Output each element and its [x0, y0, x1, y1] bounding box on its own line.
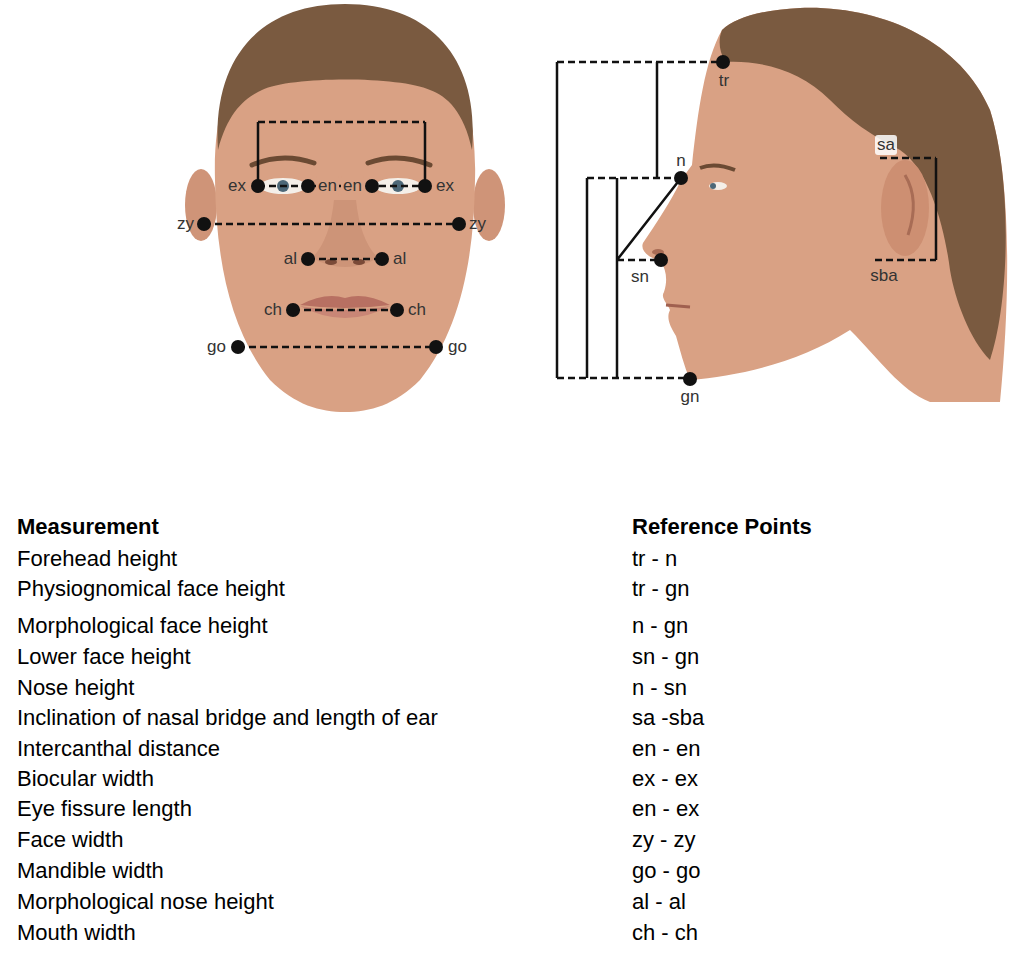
landmark-label: sba — [868, 266, 899, 286]
measurement-name: Physiognomical face height — [17, 576, 285, 601]
eye — [709, 182, 727, 190]
landmark-label: ex — [434, 176, 456, 196]
landmark-label: al — [391, 249, 408, 269]
ear — [881, 160, 929, 256]
landmark-label: go — [205, 337, 228, 357]
ear-fold — [905, 175, 913, 235]
landmark-label: en — [341, 176, 364, 196]
nose — [312, 200, 378, 267]
landmark-label: gn — [679, 387, 702, 407]
reference-points: ch - ch — [632, 920, 698, 945]
measurement-name: Biocular width — [17, 766, 154, 791]
lower-lip — [300, 306, 390, 318]
landmark-label: go — [446, 337, 469, 357]
measurement-name: Mandible width — [17, 858, 164, 883]
landmark-label: ch — [406, 300, 428, 320]
landmark-label: n — [674, 151, 687, 171]
reference-points: n - sn — [632, 675, 687, 700]
measurement-name: Inclination of nasal bridge and length o… — [17, 705, 438, 730]
bracket-line — [557, 62, 936, 378]
reference-points: tr - gn — [632, 576, 689, 601]
reference-points: n - gn — [632, 613, 688, 638]
reference-points: go - go — [632, 858, 701, 883]
landmark-dots — [654, 55, 730, 386]
dashed-lines — [557, 62, 936, 378]
measurement-name: Forehead height — [17, 546, 177, 571]
front-face — [185, 4, 505, 412]
landmark-label: en — [316, 176, 339, 196]
reference-points: sa -sba — [632, 705, 704, 730]
reference-points: en - en — [632, 736, 701, 761]
side-face — [557, 8, 1007, 402]
landmark-label: al — [282, 249, 299, 269]
eyebrow — [700, 165, 735, 170]
eyebrow — [368, 158, 430, 165]
hair — [720, 8, 1006, 360]
landmark-label: zy — [175, 214, 196, 234]
measurement-name: Morphological face height — [17, 613, 268, 638]
landmark-label: ex — [226, 176, 248, 196]
eyebrow — [252, 158, 314, 165]
dashed-lines — [204, 122, 459, 347]
table-header: Reference Points — [632, 514, 812, 539]
hair — [217, 4, 472, 150]
measurement-name: Lower face height — [17, 644, 191, 669]
iris — [710, 183, 716, 189]
mouth — [666, 305, 690, 307]
landmark-label: sn — [629, 267, 651, 287]
reference-points: zy - zy — [632, 827, 696, 852]
landmark-label: ch — [262, 300, 284, 320]
reference-points: ex - ex — [632, 766, 698, 791]
landmark-label: tr — [717, 71, 731, 91]
reference-points: en - ex — [632, 796, 699, 821]
landmark-label: zy — [467, 214, 488, 234]
reference-points: sn - gn — [632, 644, 699, 669]
landmark-dots — [197, 179, 466, 354]
measurement-name: Eye fissure length — [17, 796, 192, 821]
upper-lip — [300, 296, 390, 308]
reference-points: al - al — [632, 889, 686, 914]
profile-skin — [642, 8, 1007, 402]
measurement-name: Intercanthal distance — [17, 736, 220, 761]
measurement-name: Nose height — [17, 675, 134, 700]
measurement-name: Mouth width — [17, 920, 136, 945]
measurement-name: Face width — [17, 827, 123, 852]
measurement-name: Morphological nose height — [17, 889, 274, 914]
landmark-label: sa — [875, 135, 897, 155]
table-header: Measurement — [17, 514, 159, 539]
reference-points: tr - n — [632, 546, 677, 571]
